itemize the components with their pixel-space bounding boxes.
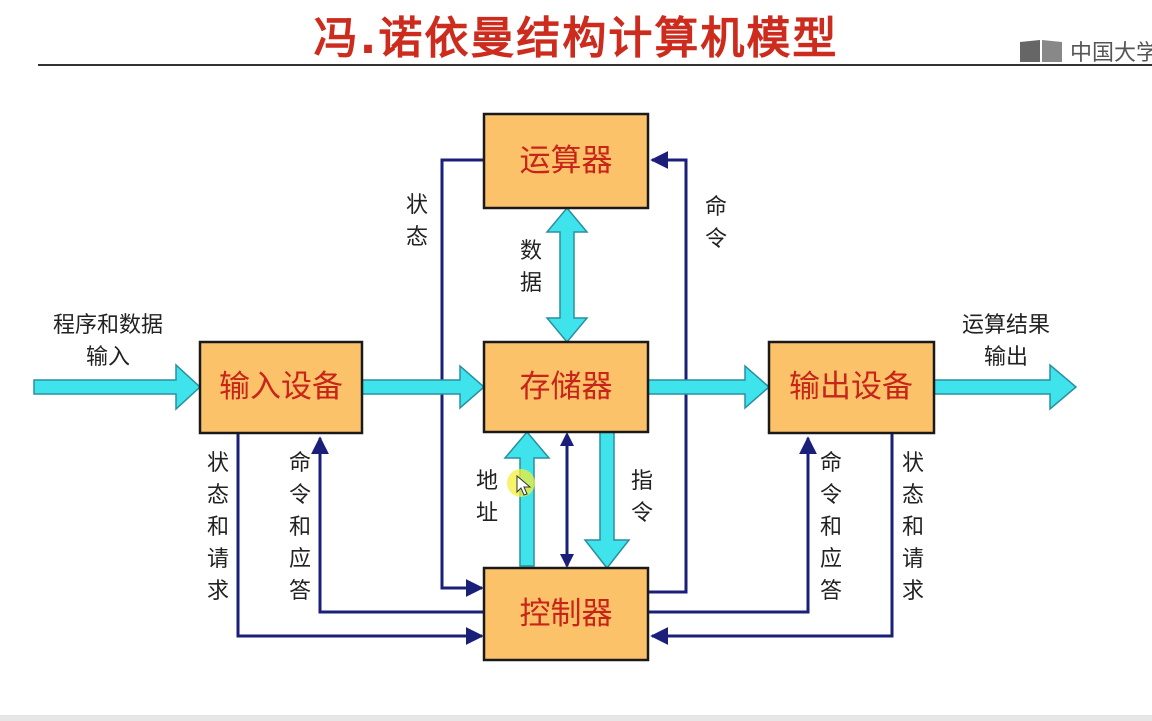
page-title: 冯.诺依曼结构计算机模型: [313, 13, 839, 64]
bottom-bar: [0, 715, 1152, 721]
input-status-label: 状态和请求: [207, 451, 229, 604]
control-to-memory-address-arrow: [503, 430, 551, 567]
output-command-line: [648, 436, 817, 614]
data-label: 数据: [520, 239, 542, 296]
control-box: 控制器: [482, 566, 650, 662]
program-input-arrow: [33, 363, 202, 411]
output-command-label: 命令和应答: [820, 451, 842, 604]
input-status-line: [236, 433, 484, 645]
memory-to-output-arrow: [647, 364, 771, 410]
output-device-label: 输出设备: [789, 369, 913, 405]
result-output-label-line2: 输出: [984, 345, 1028, 370]
memory-box: 存储器: [482, 340, 650, 434]
instruction-label: 指令: [631, 469, 653, 526]
alu-command-line: [648, 151, 688, 594]
alu-box: 运算器: [482, 112, 650, 210]
memory-to-control-instruction-arrow: [583, 431, 631, 570]
memory-control-arrow-up: [560, 432, 574, 446]
input-device-label: 输入设备: [219, 369, 343, 405]
alu-label: 运算器: [520, 143, 613, 179]
program-input-label-line2: 输入: [86, 345, 130, 370]
watermark-text: 中国大学: [1069, 41, 1152, 66]
output-device-box: 输出设备: [767, 340, 936, 435]
memory-control-arrow-down: [560, 554, 574, 568]
book-icon: [1018, 38, 1064, 64]
input-device-box: 输入设备: [198, 340, 364, 435]
alu-status-line: [440, 158, 484, 597]
input-command-label: 命令和应答: [289, 451, 311, 604]
memory-label: 存储器: [520, 369, 613, 405]
watermark: 中国大学: [1018, 36, 1152, 66]
cursor-pointer-icon: [516, 474, 532, 496]
input-command-line: [311, 436, 486, 614]
result-output-arrow: [933, 363, 1078, 411]
alu-status-label: 状态: [406, 193, 428, 250]
result-output-label-line1: 运算结果: [962, 313, 1050, 338]
alu-memory-data-arrow: [545, 206, 589, 344]
output-status-label: 状态和请求: [902, 451, 924, 604]
output-status-line: [650, 433, 894, 645]
title-divider: [38, 64, 1152, 66]
control-lines: [236, 151, 894, 645]
alu-command-label: 命令: [705, 195, 727, 252]
data-arrows: [33, 206, 1078, 570]
program-input-label-line1: 程序和数据: [53, 313, 163, 338]
input-to-memory-arrow: [361, 364, 486, 410]
control-label: 控制器: [520, 596, 613, 632]
address-label: 地址: [476, 469, 498, 526]
